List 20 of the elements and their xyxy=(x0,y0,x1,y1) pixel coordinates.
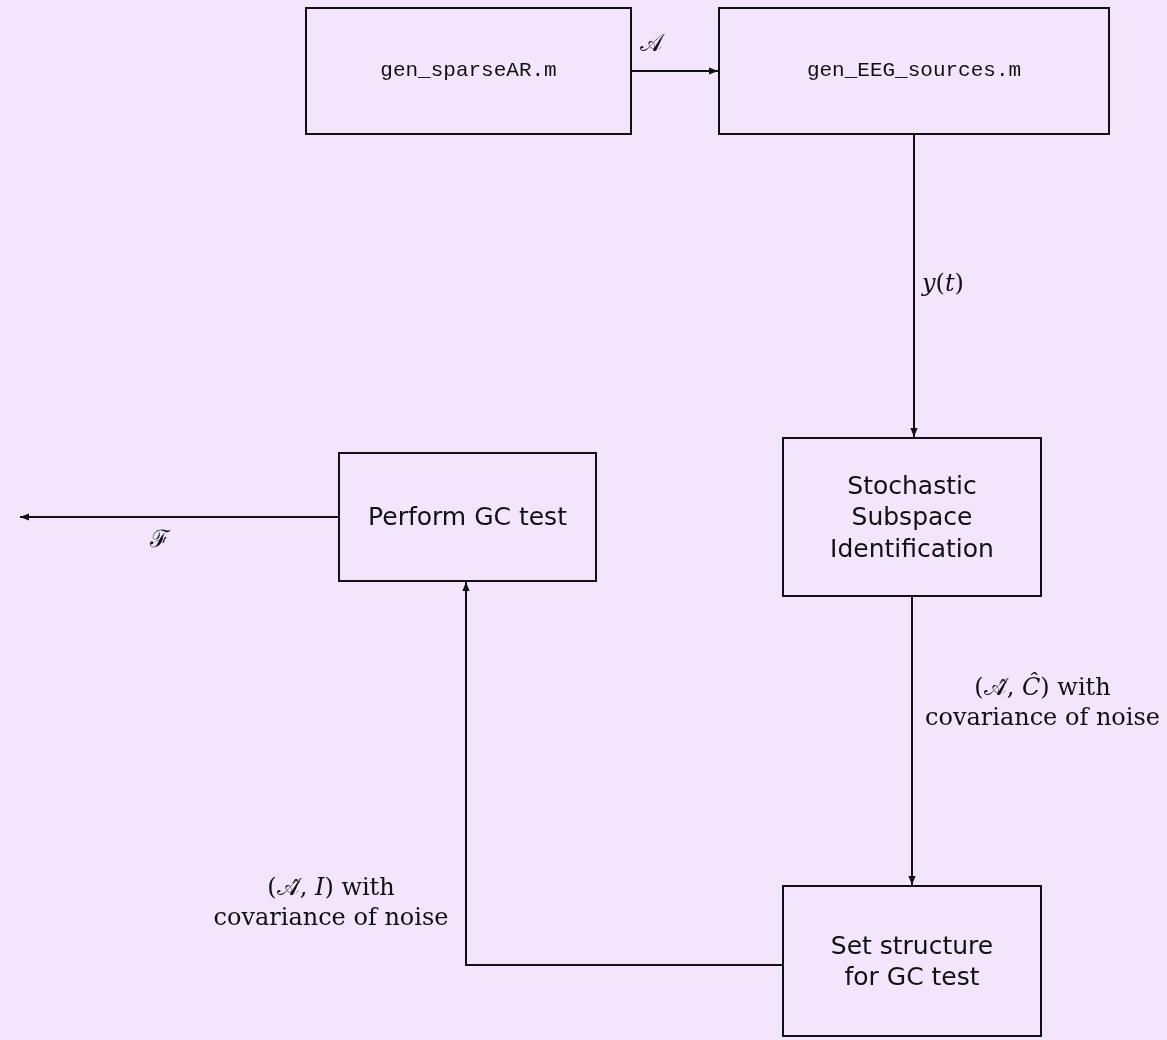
edge-label: 𝒜 xyxy=(640,28,666,58)
box-label: gen_EEG_sources.m xyxy=(806,57,1022,84)
box-label: Set structure for GC test xyxy=(829,929,995,993)
arrow xyxy=(908,596,916,886)
edge-label: (𝒜̂, I) with covariance of noise xyxy=(212,872,450,932)
box-label: gen_sparseAR.m xyxy=(380,57,557,84)
edge-label: y(t) xyxy=(922,268,965,298)
process-box xyxy=(718,7,1110,135)
process-box xyxy=(305,7,632,135)
edge-label: ℱ xyxy=(150,524,171,554)
box-label: Perform GC test xyxy=(368,501,567,533)
box-label: Stochastic Subspace Identification xyxy=(829,470,995,564)
process-box xyxy=(782,885,1042,1037)
arrow xyxy=(19,513,339,521)
process-box xyxy=(338,452,597,582)
arrow xyxy=(462,581,783,966)
arrow xyxy=(910,134,918,438)
process-box xyxy=(782,437,1042,597)
edge-label: (𝒜̂, Ĉ) with covariance of noise xyxy=(924,672,1161,732)
arrow xyxy=(631,67,719,75)
